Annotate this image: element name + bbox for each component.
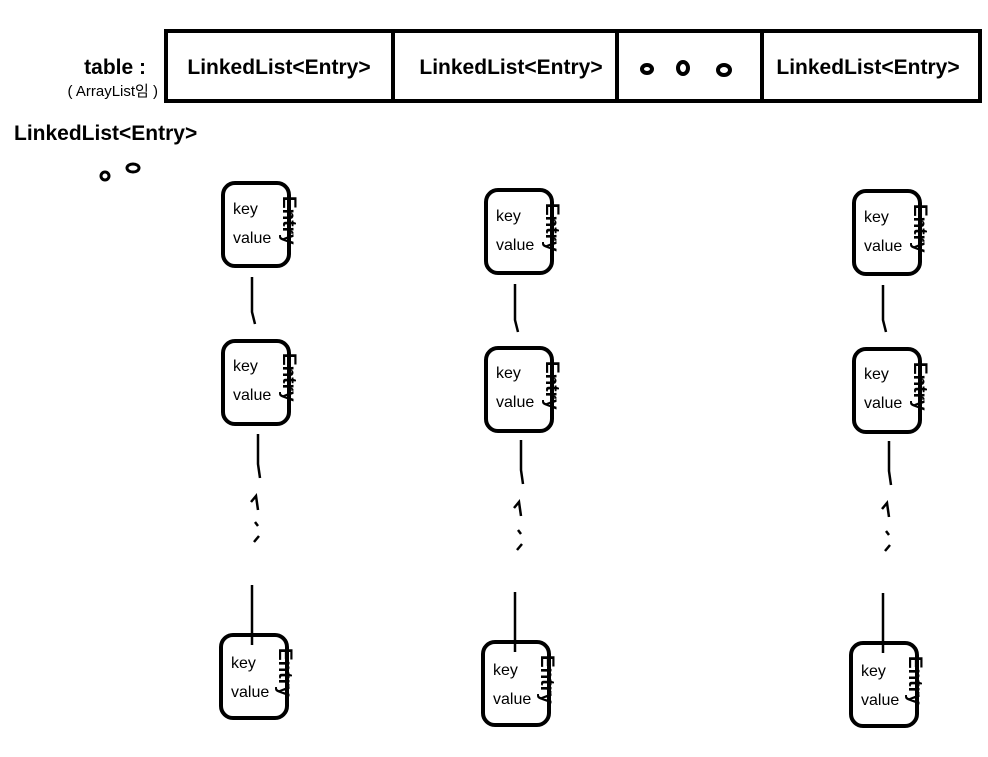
entry-node: key value Entry	[481, 640, 557, 727]
table-sublabel: ( ArrayList임 )	[68, 83, 158, 100]
entry-node: key value Entry	[484, 188, 562, 275]
table-cell-ellipsis	[640, 60, 732, 77]
table-array	[164, 29, 982, 103]
entry-value-label: value	[496, 237, 534, 254]
table-cell-2-label: LinkedList<Entry>	[419, 56, 602, 79]
entry-node: key value Entry	[484, 346, 562, 433]
entry-value-label: value	[861, 692, 899, 709]
linked-list-column-3: key value Entry key value Entry key valu…	[849, 189, 930, 728]
entry-node: key value Entry	[852, 189, 930, 276]
entry-node: key value Entry	[221, 339, 299, 426]
entry-side-label: Entry	[904, 656, 925, 705]
link-line	[250, 277, 257, 325]
entry-key-label: key	[231, 655, 256, 672]
list-ellipsis	[99, 162, 141, 182]
entry-value-label: value	[496, 394, 534, 411]
entry-node: key value Entry	[852, 347, 930, 434]
entry-side-label: Entry	[536, 655, 557, 704]
linked-list-column-2: key value Entry key value Entry key valu…	[481, 188, 562, 727]
link-line	[881, 285, 888, 333]
table-cell-1-label: LinkedList<Entry>	[187, 56, 370, 79]
entry-key-label: key	[496, 365, 521, 382]
vertical-ellipsis	[250, 493, 260, 543]
entry-value-label: value	[864, 238, 902, 255]
entry-side-label: Entry	[909, 204, 930, 253]
entry-key-label: key	[861, 663, 886, 680]
entry-key-label: key	[233, 201, 258, 218]
link-line	[256, 434, 262, 479]
entry-value-label: value	[493, 691, 531, 708]
entry-side-label: Entry	[541, 361, 562, 410]
table-label: table :	[84, 56, 146, 79]
entry-side-label: Entry	[909, 362, 930, 411]
entry-side-label: Entry	[278, 353, 299, 402]
link-line	[887, 441, 893, 486]
table-cell-4-label: LinkedList<Entry>	[776, 56, 959, 79]
linked-list-column-1: key value Entry key value Entry key valu…	[219, 181, 299, 720]
entry-side-label: Entry	[541, 203, 562, 252]
entry-key-label: key	[493, 662, 518, 679]
entry-key-label: key	[864, 366, 889, 383]
entry-value-label: value	[233, 230, 271, 247]
entry-value-label: value	[231, 684, 269, 701]
entry-node: key value Entry	[221, 181, 299, 268]
link-line	[519, 440, 525, 485]
entry-value-label: value	[864, 395, 902, 412]
entry-key-label: key	[864, 209, 889, 226]
vertical-ellipsis	[881, 500, 891, 552]
list-label: LinkedList<Entry>	[14, 122, 197, 145]
vertical-ellipsis	[513, 499, 523, 551]
link-line	[513, 284, 520, 333]
entry-node: key value Entry	[219, 633, 295, 720]
entry-key-label: key	[496, 208, 521, 225]
entry-side-label: Entry	[274, 648, 295, 697]
entry-key-label: key	[233, 358, 258, 375]
entry-side-label: Entry	[278, 196, 299, 245]
entry-node: key value Entry	[849, 641, 925, 728]
entry-value-label: value	[233, 387, 271, 404]
